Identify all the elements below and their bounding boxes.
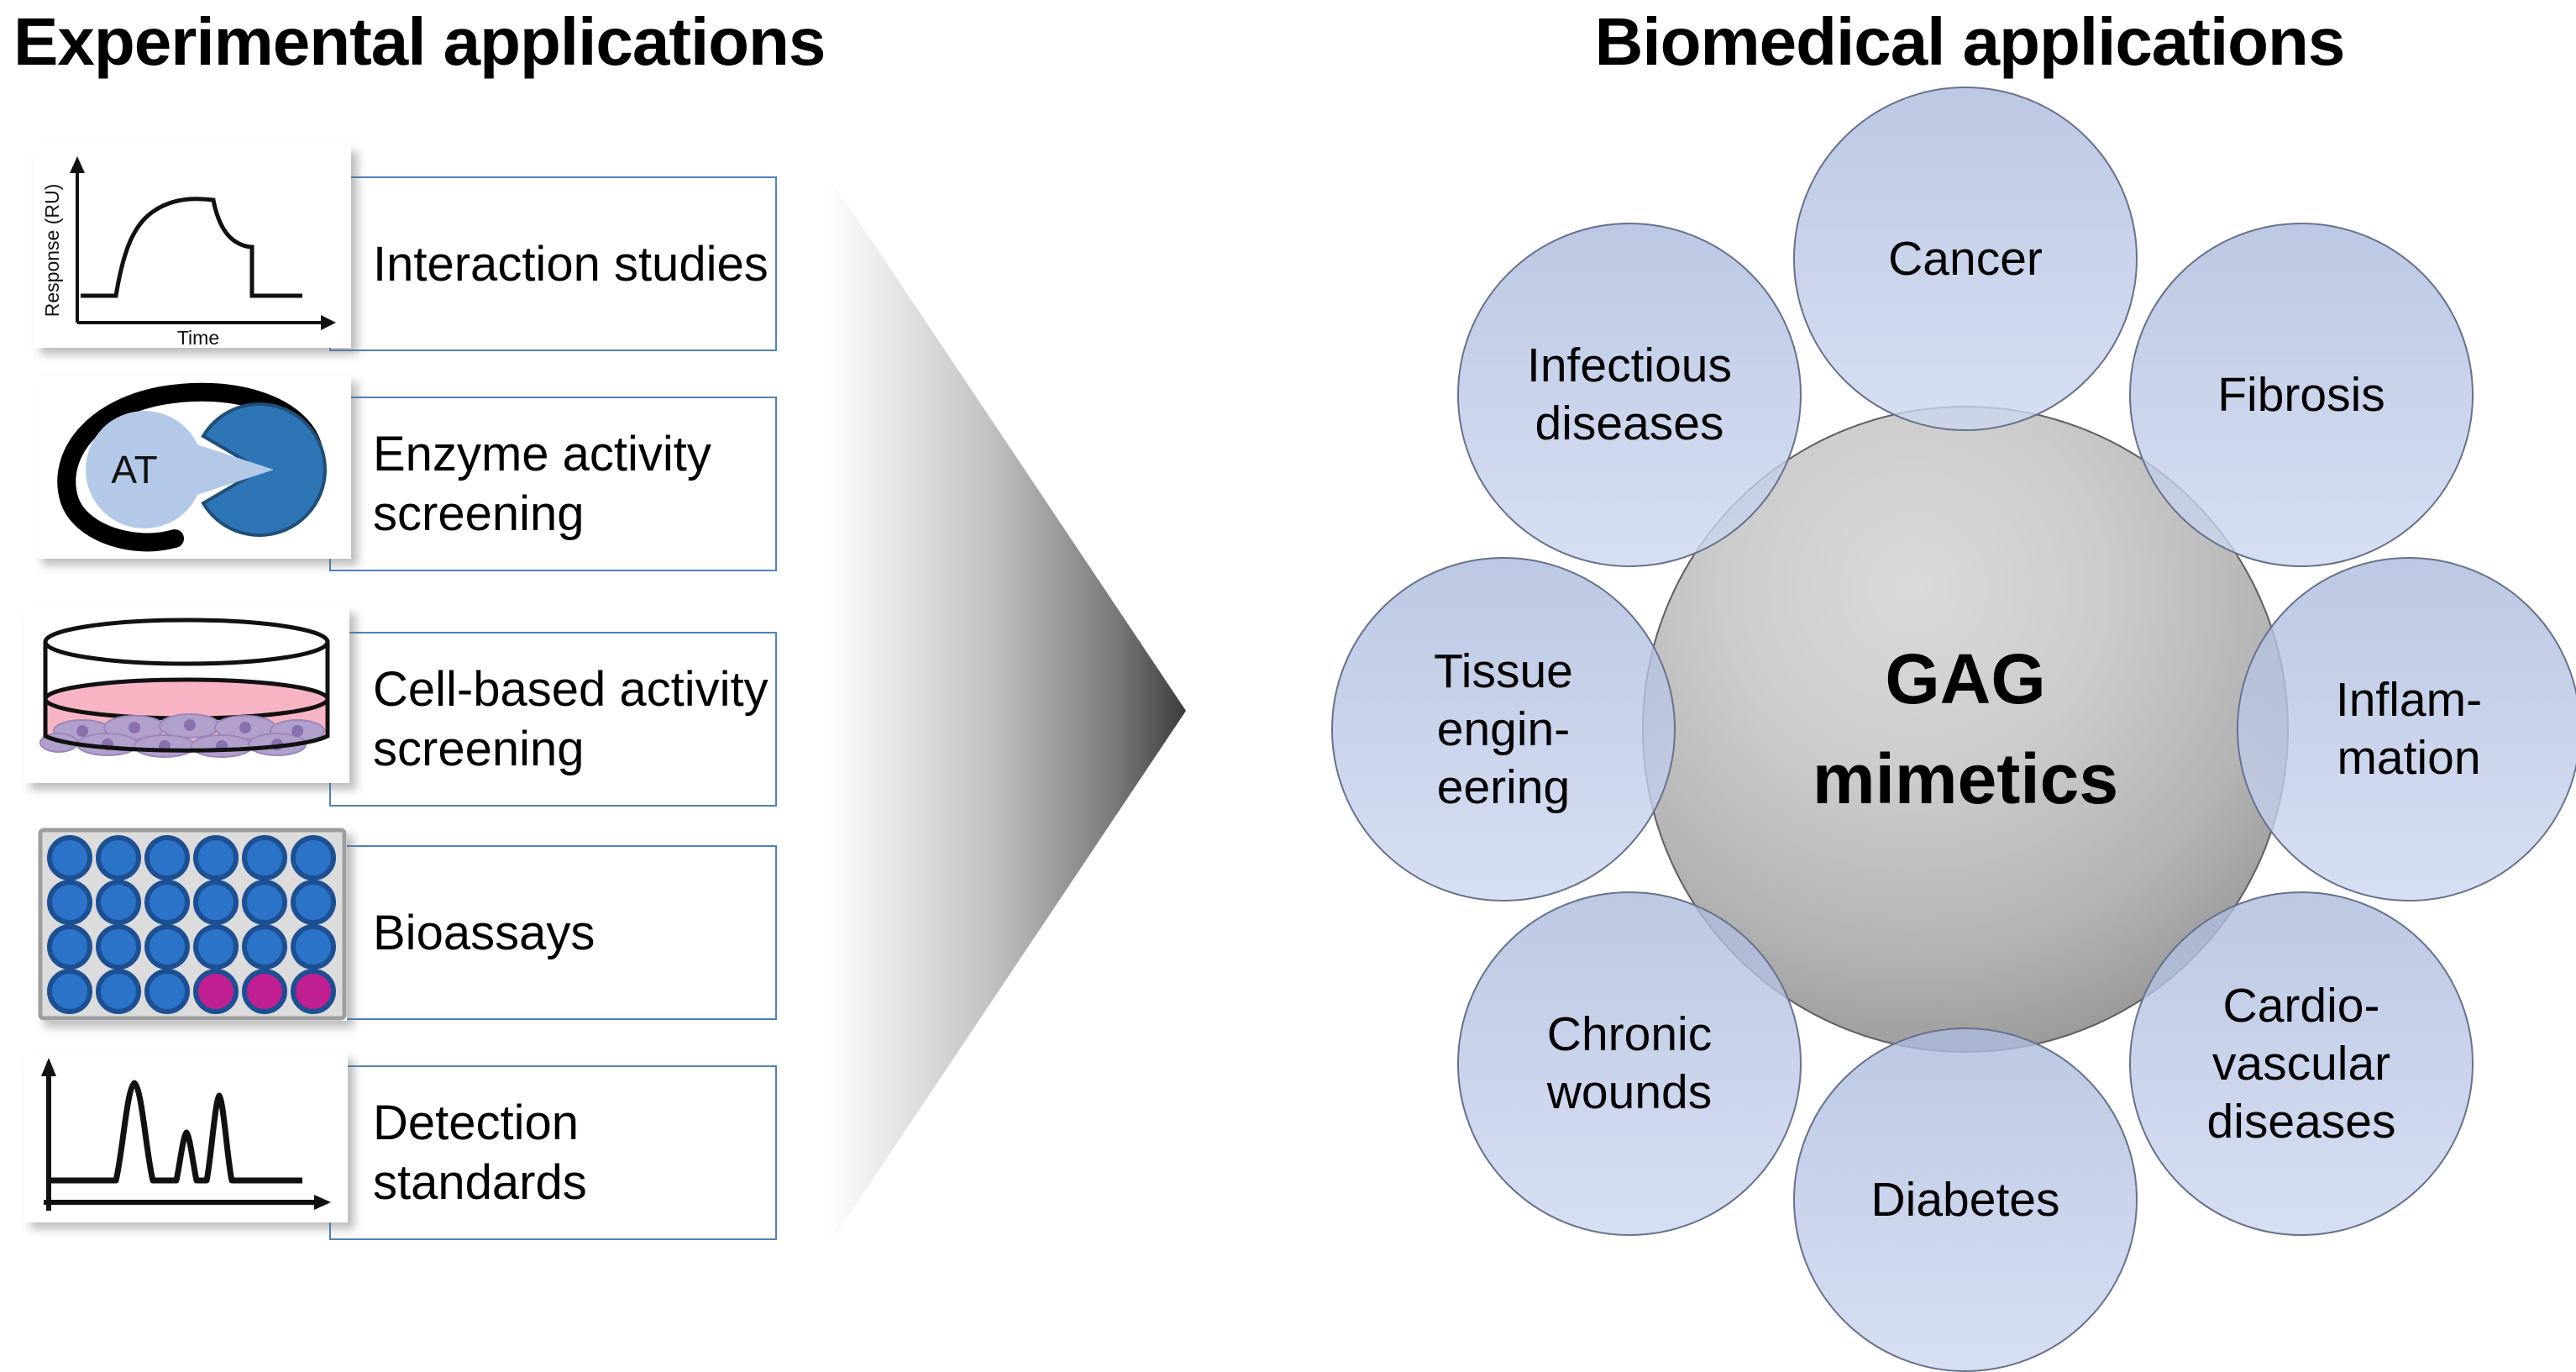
wells-magenta [193,969,336,1014]
at-label: AT [111,448,157,492]
cardiovascular-diseases-label: Cardio- vascular diseases [2206,978,2396,1149]
arrow-triangle [830,178,1186,1243]
label-box-bioassays: Bioassays [329,845,777,1020]
infectious-diseases-label: Infectious diseases [1527,339,1732,450]
chromatogram-icon [24,1053,348,1222]
label-interaction-studies: Interaction studies [373,236,769,292]
label-cell-based-activity-screening: Cell-based activity screening [373,662,769,776]
satellite-cardiovascular-diseases: Cardio- vascular diseases [2129,891,2474,1236]
label-box-interaction-studies: Interaction studies [329,176,777,351]
satellite-fibrosis: Fibrosis [2129,223,2474,567]
at-wedge [176,438,274,502]
gag-mimetics-label: GAG mimetics [1812,639,2119,818]
satellite-infectious-diseases: Infectious diseases [1457,223,1802,567]
cell-culture-dish-icon [24,607,349,783]
label-box-cell-based-activity-screening: Cell-based activity screening [329,632,777,807]
label-box-detection-standards: Detection standards [329,1065,777,1240]
label-detection-standards: Detection standards [373,1096,587,1210]
satellite-inflammation: Inflam- mation [2237,557,2576,902]
tissue-engineering-label: Tissue engin- eering [1434,644,1573,814]
binding-curve [81,197,302,298]
spr-sensorgram-icon: Response (RU) Time [34,145,351,348]
diabetes-label: Diabetes [1870,1172,2060,1227]
chronic-wounds-label: Chronic wounds [1546,1007,1713,1119]
microplate-icon [38,828,347,1021]
satellite-diabetes: Diabetes [1793,1028,2138,1372]
fibrosis-label: Fibrosis [2217,367,2385,422]
label-box-enzyme-activity-screening: Enzyme activity screening [329,397,777,571]
peaks-trace [49,1080,302,1184]
inflammation-label: Inflam- mation [2335,673,2483,785]
label-enzyme-activity-screening: Enzyme activity screening [373,427,711,541]
sensorgram-x-label: Time [177,327,219,348]
satellite-tissue-engineering: Tissue engin- eering [1331,557,1676,902]
satellite-cancer: Cancer [1793,87,2138,431]
at-protein [86,411,203,528]
right-panel-title: Biomedical applications [1594,4,2346,79]
sensorgram-y-label: Response (RU) [41,184,63,318]
wells-blue [47,835,336,1014]
cancer-label: Cancer [1888,231,2043,286]
left-panel-title: Experimental applications [13,4,826,79]
label-bioassays: Bioassays [373,905,595,960]
enzyme-inhibition-icon: AT [35,376,351,559]
satellite-chronic-wounds: Chronic wounds [1457,891,1802,1236]
